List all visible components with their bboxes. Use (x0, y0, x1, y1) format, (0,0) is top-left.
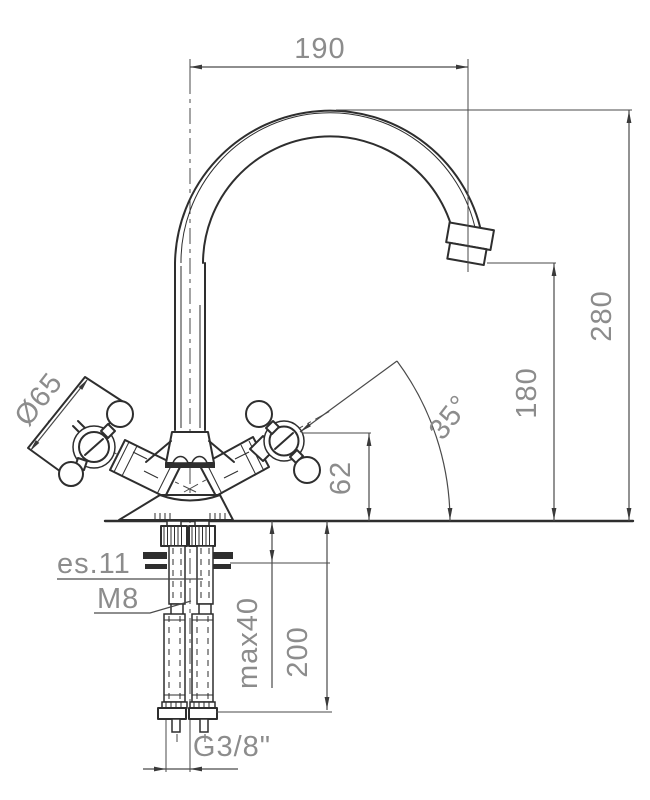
left-stud (168, 545, 186, 605)
label-hex-size-text: es.11 (57, 548, 131, 580)
dim-spout-reach-label: 190 (294, 33, 345, 65)
right-hose (191, 613, 214, 703)
supply-hoses (157, 613, 218, 733)
right-stud (196, 545, 214, 605)
dim-spout-reach: 190 (189, 33, 469, 272)
clamp-washer-left (143, 552, 167, 559)
clamp-washer-right (209, 552, 233, 559)
dim-handle-angle-label: 35° (423, 389, 477, 446)
dim-max-deck-thickness: max40 (230, 521, 330, 689)
dim-outlet-height: 180 (487, 262, 557, 521)
dim-handle-height-label: 62 (325, 461, 357, 495)
spout-nozzle (445, 221, 495, 267)
dim-inlet-connection-label: G3/8" (193, 731, 271, 763)
left-hose (163, 613, 186, 703)
dim-hose-length-label: 200 (282, 626, 314, 677)
left-hose-nut (157, 707, 187, 720)
dim-inlet-connection: G3/8" (143, 720, 271, 772)
label-stud-thread-text: M8 (97, 583, 139, 615)
spout (174, 109, 495, 431)
dim-handle-height: 62 (302, 432, 372, 521)
dim-hose-length: 200 (216, 521, 332, 713)
dim-handle-angle: 35° (299, 360, 477, 522)
label-stud-thread: M8 (94, 583, 192, 615)
dim-max-deck-thickness-label: max40 (232, 597, 264, 689)
dim-outlet-height-label: 180 (511, 367, 543, 418)
right-handle (245, 400, 321, 484)
dim-total-height: 280 (336, 109, 632, 521)
label-hex-size: es.11 (57, 548, 203, 580)
left-handle (58, 400, 134, 487)
right-hose-nut (188, 707, 218, 720)
dim-total-height-label: 280 (586, 290, 618, 341)
mounting-hardware (143, 520, 233, 616)
riser-base (165, 431, 215, 464)
faucet-body (27, 376, 321, 521)
